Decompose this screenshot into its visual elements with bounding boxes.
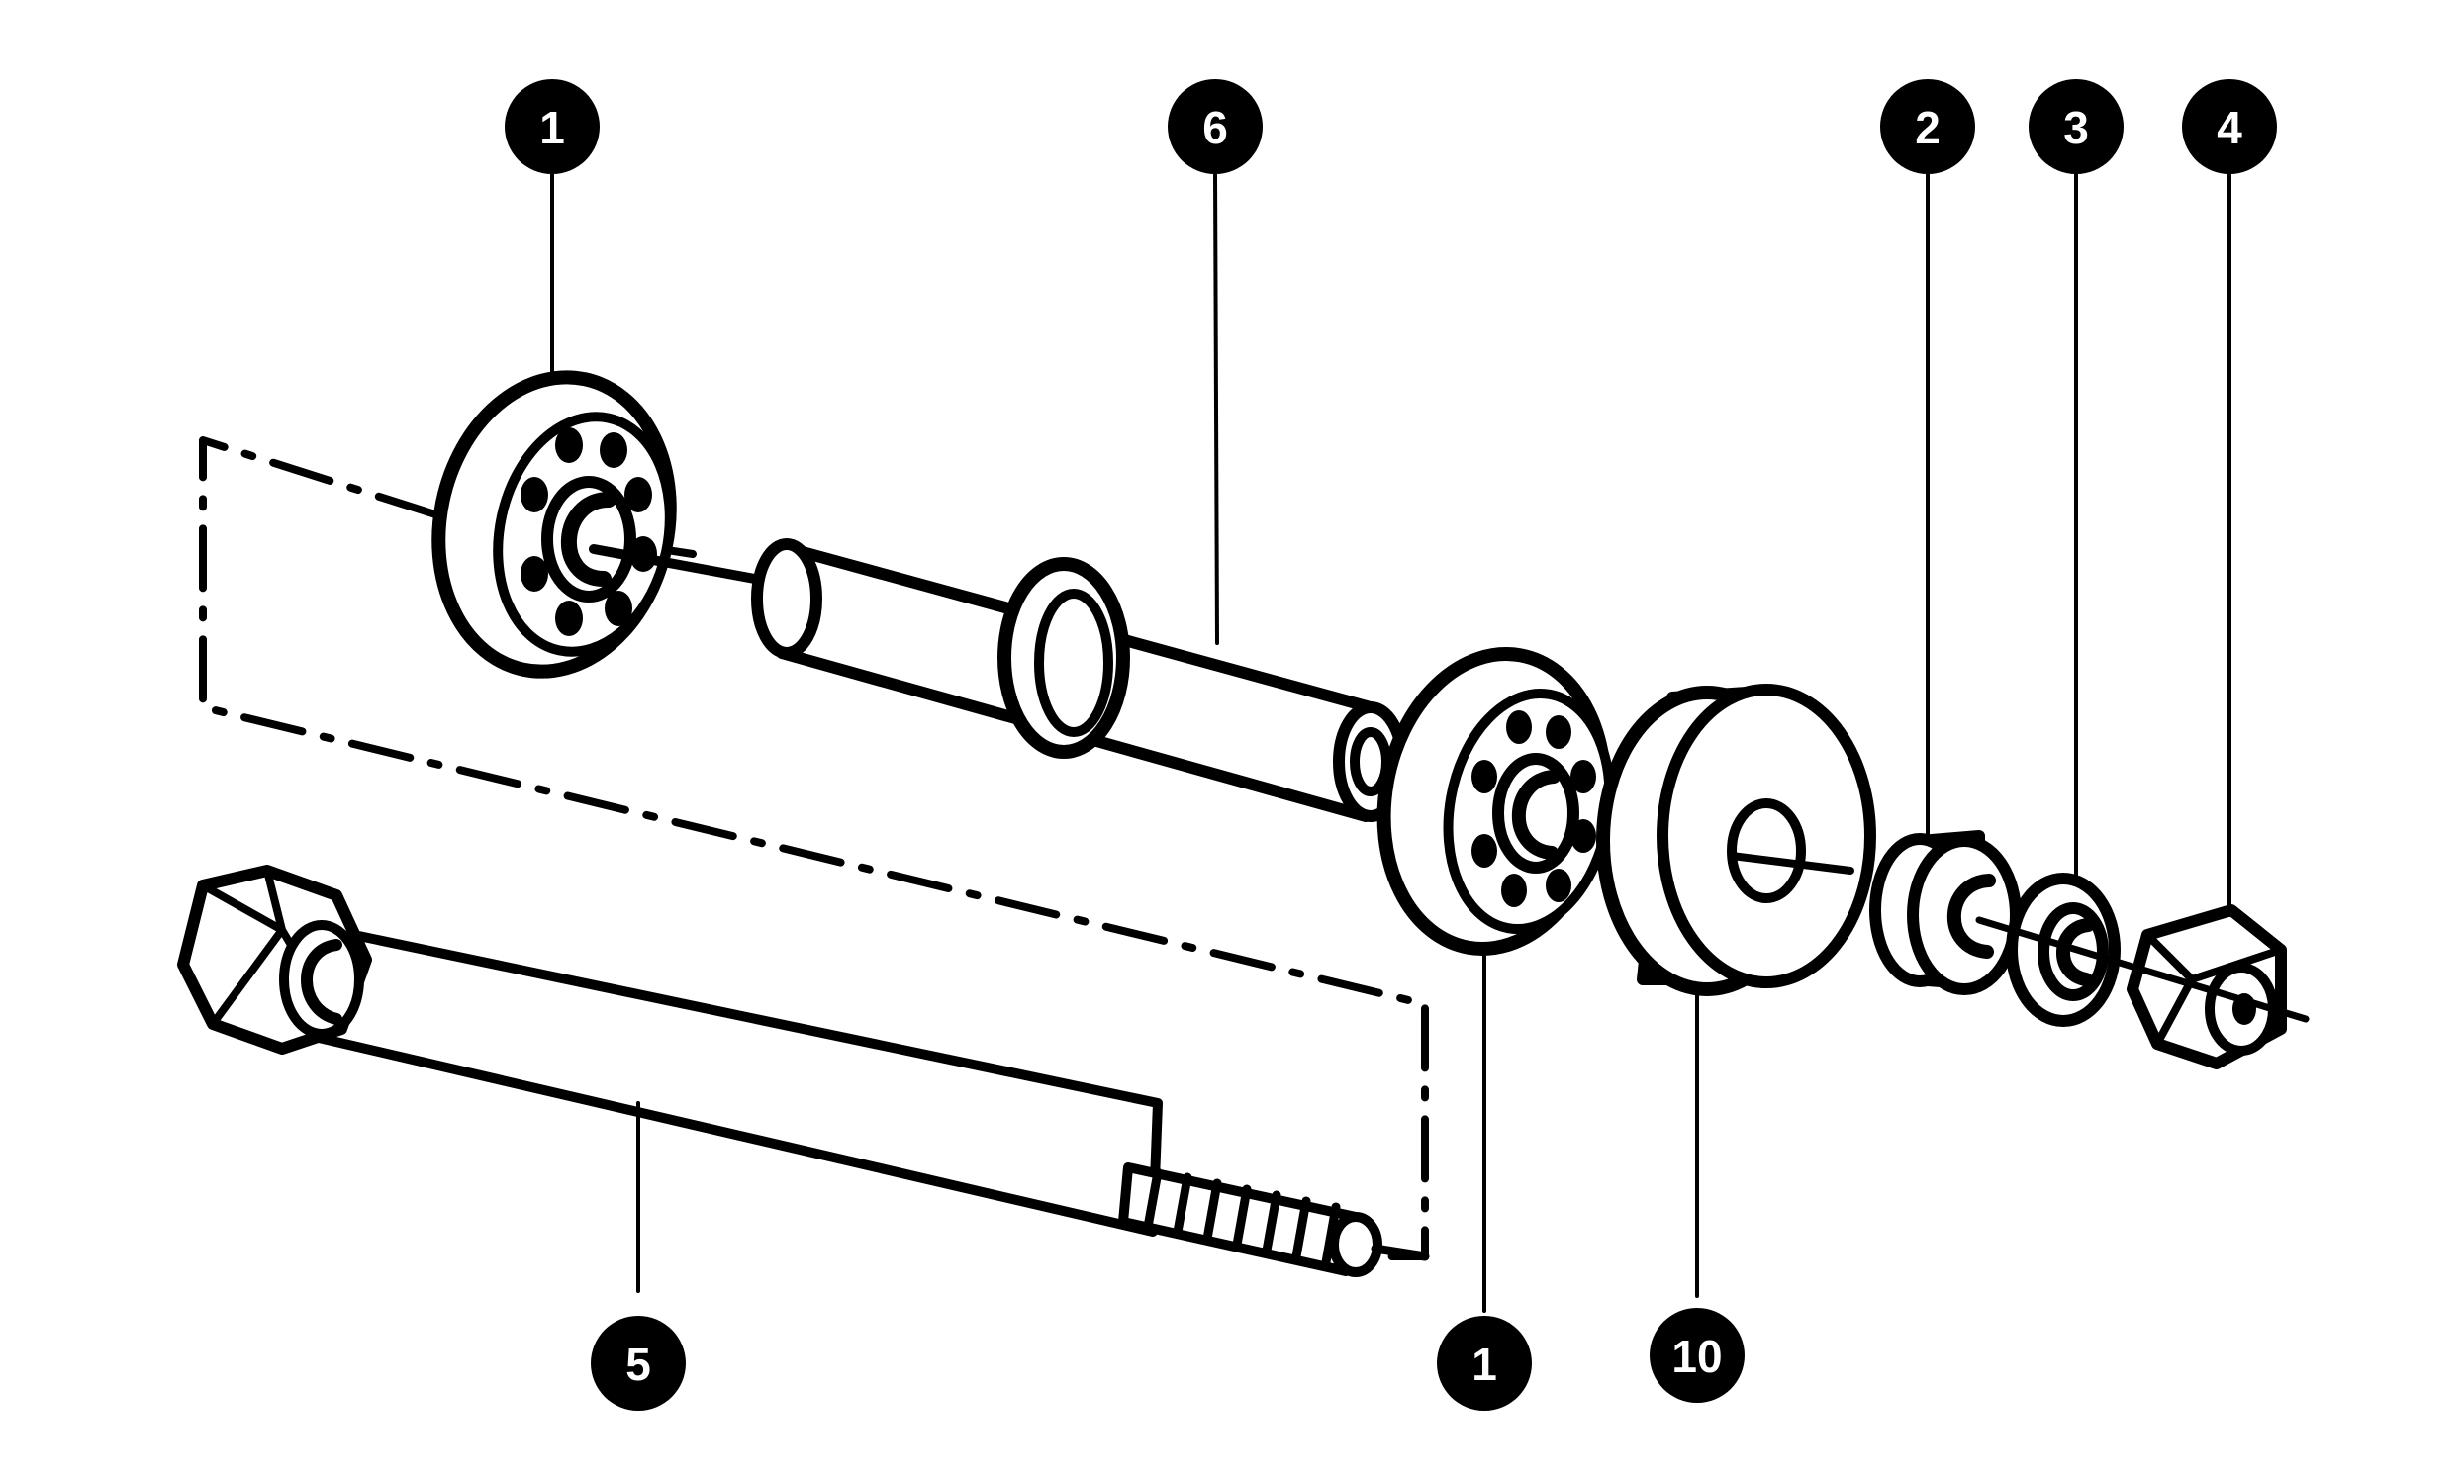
svg-text:3: 3 (2063, 102, 2089, 153)
svg-text:2: 2 (1915, 102, 1941, 153)
part-4-nut (1975, 904, 2310, 1069)
svg-text:4: 4 (2217, 102, 2242, 153)
leader-lines (550, 171, 2231, 1313)
part-1-bearing-left (431, 370, 677, 679)
part-3-washer (2006, 873, 2121, 1027)
part-1-bearing-right (1376, 647, 1615, 956)
callout-5: 5 (591, 1316, 686, 1411)
callout-1-bottom: 1 (1437, 1316, 1532, 1411)
part-6-sleeve (589, 538, 1408, 822)
part-5-bolt (177, 865, 1430, 1277)
callout-10: 10 (1650, 1308, 1745, 1403)
svg-text:1: 1 (1471, 1339, 1497, 1390)
svg-text:10: 10 (1671, 1331, 1722, 1382)
callout-4: 4 (2182, 79, 2277, 174)
callout-2: 2 (1880, 79, 1975, 174)
part-2-spacer (1869, 830, 2022, 995)
callout-1-top: 1 (505, 79, 600, 174)
part-10-roller (1596, 684, 1876, 996)
svg-text:1: 1 (539, 102, 565, 153)
svg-text:5: 5 (625, 1339, 651, 1390)
callout-6: 6 (1168, 79, 1263, 174)
svg-text:6: 6 (1202, 102, 1228, 153)
callout-3: 3 (2029, 79, 2124, 174)
